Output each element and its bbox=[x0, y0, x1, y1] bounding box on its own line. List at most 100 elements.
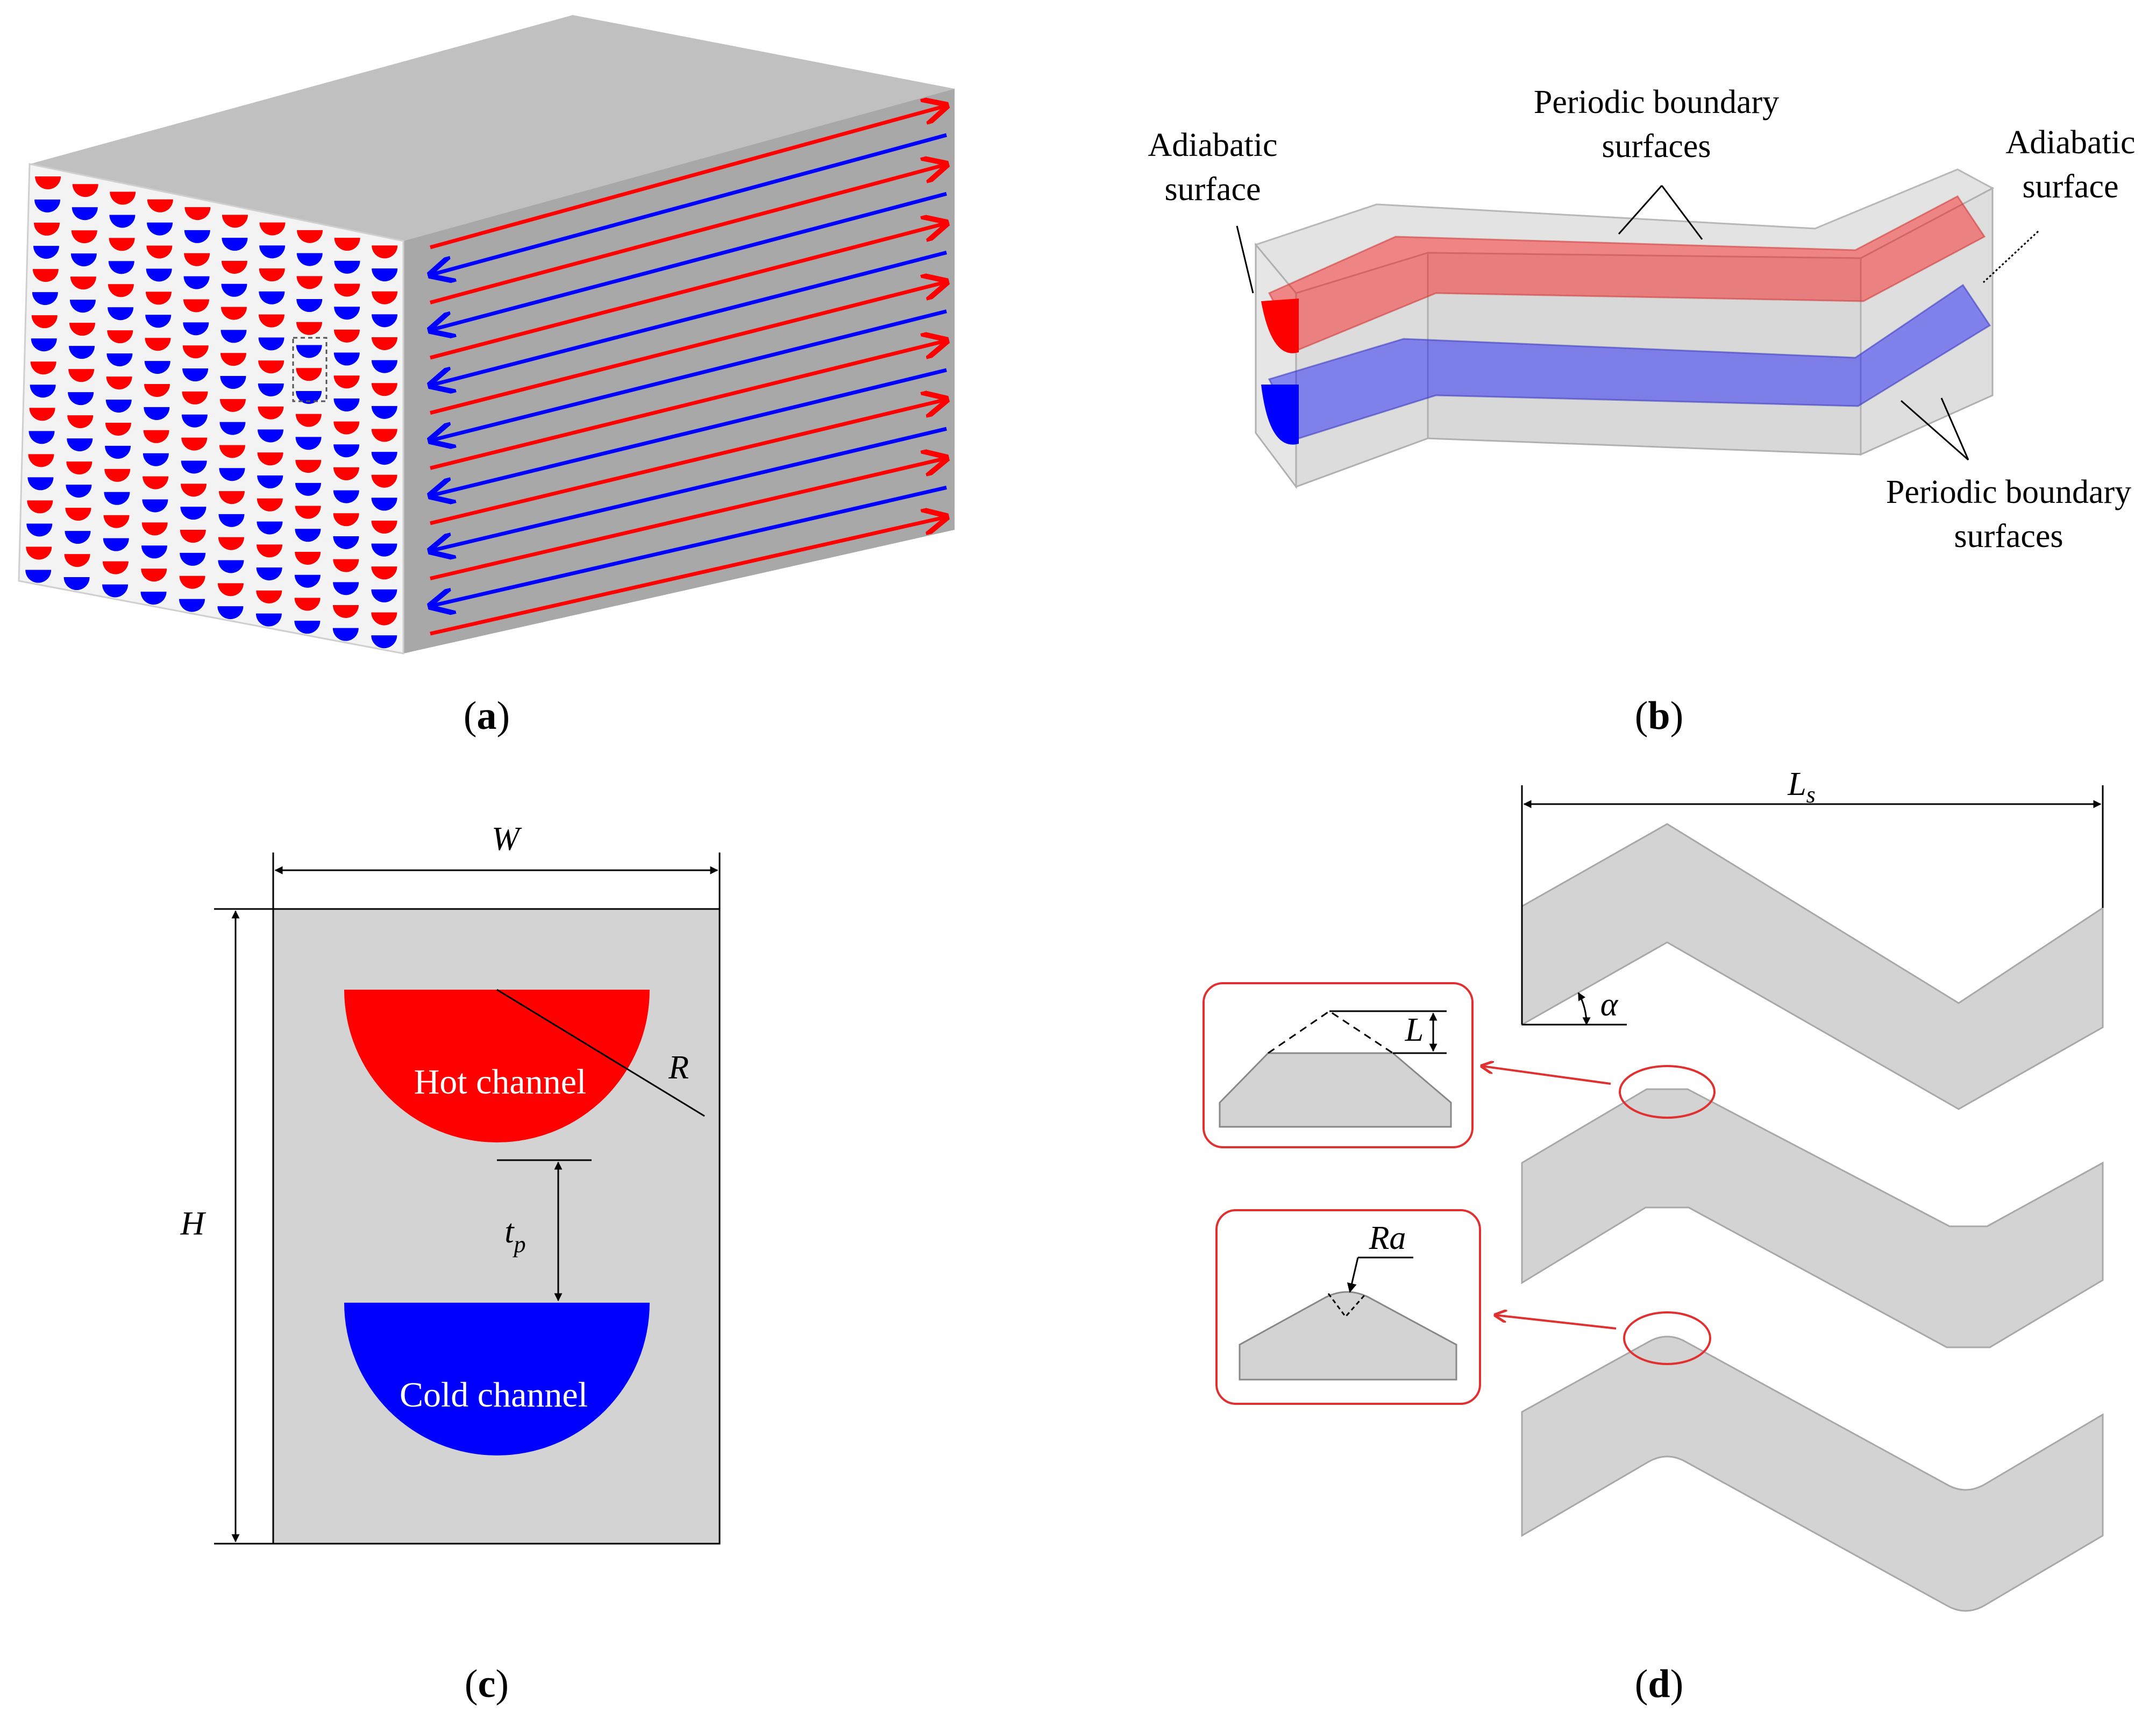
hot-channel-mark bbox=[371, 612, 397, 626]
cold-channel-mark bbox=[68, 392, 94, 406]
cold-channel-mark bbox=[31, 338, 57, 352]
leader-periodic-bottom-2 bbox=[1940, 397, 1969, 460]
cold-channel-mark bbox=[105, 400, 132, 413]
round-radius-label: Ra bbox=[1369, 1220, 1406, 1256]
unit-cell-highlight bbox=[292, 337, 328, 402]
length-label: Ls bbox=[1787, 766, 1816, 808]
hot-channel-mark bbox=[184, 253, 210, 266]
hot-channel-mark bbox=[295, 551, 321, 565]
hot-channel-mark bbox=[34, 223, 60, 236]
hot-flow-arrow bbox=[430, 223, 947, 360]
cold-channel-mark bbox=[143, 453, 169, 466]
cold-channel-mark bbox=[371, 360, 397, 373]
hot-channel-mark bbox=[141, 569, 167, 582]
hot-channel-mark bbox=[257, 452, 283, 466]
hot-channel-mark bbox=[72, 184, 98, 197]
hot-channel-mark bbox=[371, 474, 397, 488]
hot-channel-mark bbox=[182, 345, 209, 359]
hot-channel-mark bbox=[371, 429, 397, 442]
hot-channel-mark bbox=[67, 415, 94, 429]
radius-label: R bbox=[668, 1049, 689, 1086]
hot-channel-mark bbox=[295, 460, 322, 473]
cold-channel-mark bbox=[144, 361, 170, 374]
cold-channel-mark bbox=[179, 599, 205, 612]
hot-channel-mark bbox=[219, 399, 246, 412]
hot-channel-inlet bbox=[1261, 299, 1299, 353]
cold-channel-tube bbox=[1268, 283, 1991, 439]
cold-channel-mark bbox=[184, 230, 210, 243]
cold-channel-mark bbox=[109, 215, 136, 228]
cold-flow-arrow bbox=[430, 133, 947, 275]
hot-flow-arrow bbox=[430, 282, 947, 415]
hot-channel-mark bbox=[183, 299, 209, 312]
hot-channel-mark bbox=[333, 421, 360, 435]
hot-channel-mark bbox=[143, 430, 169, 443]
cold-channel-mark bbox=[257, 475, 283, 489]
angle-label: α bbox=[1600, 986, 1619, 1023]
hot-channel-mark bbox=[180, 530, 206, 543]
hot-channel-mark bbox=[64, 554, 90, 567]
cold-channel-mark bbox=[372, 314, 398, 328]
hot-channel-label: Hot channel bbox=[414, 1062, 587, 1102]
hot-channel-mark bbox=[184, 207, 211, 221]
cold-channel-mark bbox=[258, 429, 284, 443]
cold-channel-mark bbox=[371, 498, 397, 511]
cold-channel-mark bbox=[257, 521, 283, 535]
cold-channel-mark bbox=[183, 322, 209, 336]
hot-flow-arrow bbox=[430, 340, 947, 470]
hot-channel-mark bbox=[66, 461, 92, 475]
hot-channel-mark bbox=[65, 508, 91, 521]
hot-channel-mark bbox=[147, 199, 173, 212]
panel-d-zigzag bbox=[1202, 785, 2104, 1612]
hot-channel-mark bbox=[222, 215, 248, 228]
hot-channel-mark bbox=[35, 176, 61, 189]
hot-channel-mark bbox=[218, 537, 244, 550]
height-label: H bbox=[180, 1205, 207, 1242]
cold-channel-mark bbox=[29, 431, 55, 444]
cold-channel-mark bbox=[333, 352, 360, 366]
hot-flow-arrow bbox=[430, 165, 947, 304]
hot-channel-tube bbox=[1268, 195, 1986, 351]
cold-channel-mark bbox=[219, 468, 245, 481]
front-face-channel-array bbox=[25, 176, 398, 649]
cold-channel-mark bbox=[182, 368, 209, 382]
cold-channel-mark bbox=[372, 268, 398, 282]
cold-channel-mark bbox=[371, 589, 397, 602]
hot-channel-mark bbox=[108, 284, 134, 297]
chamfer-callout-ellipse bbox=[1619, 1065, 1716, 1119]
cold-channel-mark bbox=[181, 460, 207, 474]
hot-channel-mark bbox=[110, 191, 136, 205]
hot-channel-mark bbox=[257, 544, 283, 558]
panel-c-caption: (c) bbox=[465, 1662, 509, 1706]
cold-flow-arrow bbox=[430, 486, 947, 606]
cold-channel-mark bbox=[255, 613, 282, 627]
hot-channel-mark bbox=[145, 338, 171, 351]
radius-line bbox=[496, 989, 705, 1117]
cold-channel-mark bbox=[371, 543, 397, 557]
hot-channel-mark bbox=[334, 283, 360, 297]
cold-channel-mark bbox=[26, 523, 53, 537]
hot-channel-mark bbox=[70, 276, 96, 290]
cold-channel-mark bbox=[259, 245, 286, 259]
hot-channel-mark bbox=[217, 583, 244, 596]
cold-channel-mark bbox=[217, 606, 244, 620]
width-label: W bbox=[492, 821, 522, 857]
hot-channel-mark bbox=[106, 377, 132, 390]
hot-channel-mark bbox=[371, 521, 397, 534]
cold-channel-mark bbox=[25, 570, 52, 583]
cold-channel-mark bbox=[105, 445, 131, 459]
round-inset-radius-lines bbox=[1327, 1293, 1367, 1318]
hot-channel-mark bbox=[333, 467, 359, 480]
leader-adiabatic-left bbox=[1236, 225, 1254, 294]
hot-channel-mark bbox=[181, 484, 207, 497]
cold-channel-mark bbox=[140, 592, 167, 605]
cold-channel-mark bbox=[295, 437, 322, 450]
cold-channel-mark bbox=[334, 260, 360, 274]
leader-periodic-top-1 bbox=[1618, 185, 1663, 235]
hot-channel-mark bbox=[296, 368, 322, 381]
cold-channel-mark bbox=[103, 538, 129, 551]
angle-arc bbox=[1577, 992, 1591, 1026]
cold-channel-mark bbox=[108, 261, 134, 274]
cold-channel-mark bbox=[146, 268, 172, 282]
